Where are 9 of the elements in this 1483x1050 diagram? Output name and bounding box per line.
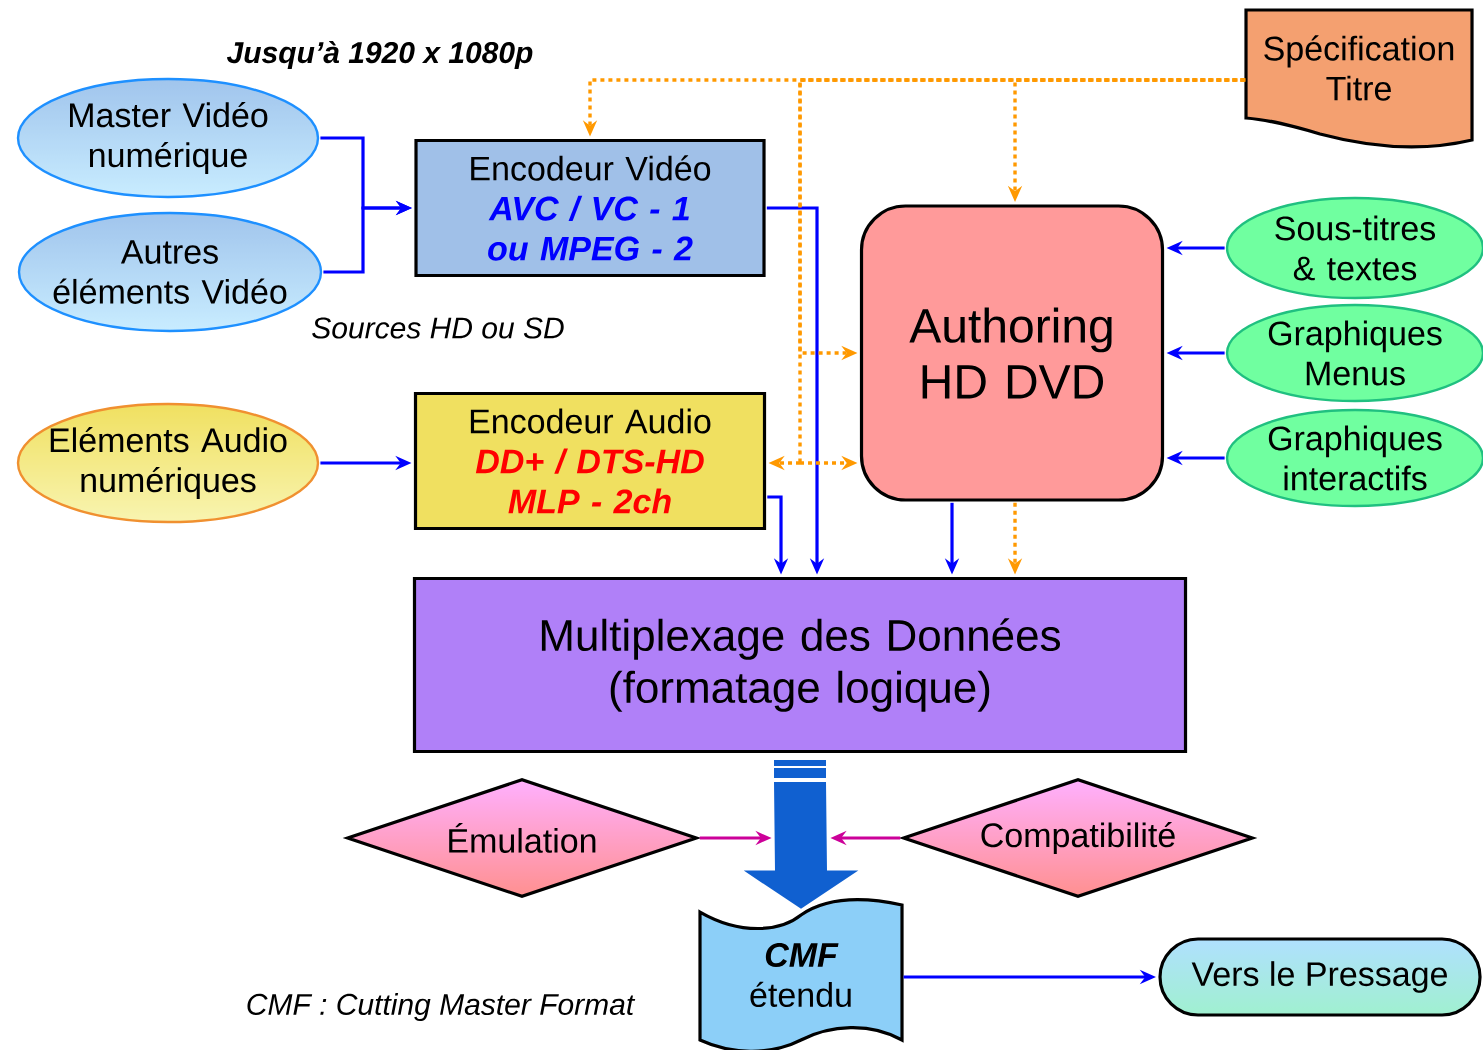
note-text: CMF : Cutting Master Format: [247, 993, 636, 1021]
authoring-box: Authoring HD DVD: [859, 204, 1165, 502]
encoder-box: Encodeur Audio DD+ / DTS-HD MLP - 2ch: [413, 391, 767, 531]
multiplex-box: Multiplexage des Données (formatage logique): [412, 576, 1188, 754]
dotted-line: [798, 78, 1246, 463]
terminal-box: Vers le Pressage: [1158, 937, 1482, 1017]
note-text: Jusqu’à 1920 x 1080p: [226, 40, 533, 70]
encoder-box: Encodeur Vidéo AVC / VC - 1 ou MPEG - 2: [414, 138, 766, 278]
block-arrow: [743, 760, 859, 909]
